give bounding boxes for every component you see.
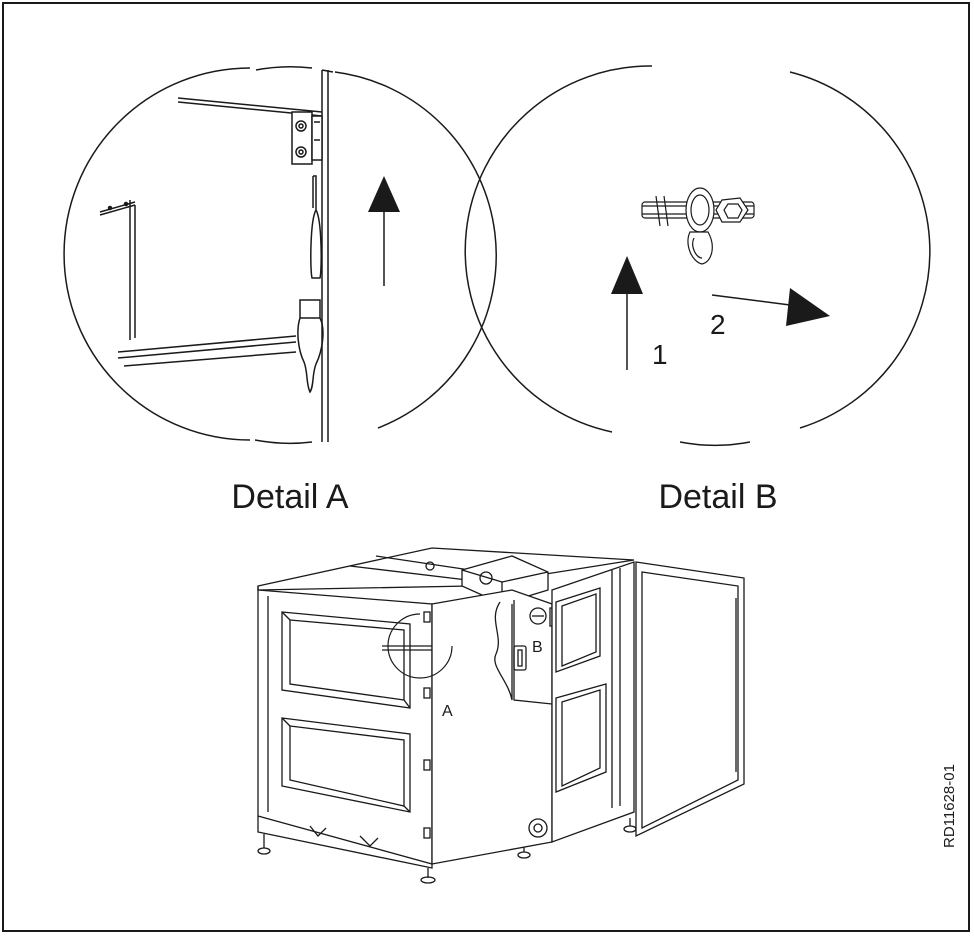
door-knob-bottom xyxy=(528,818,548,838)
callout-b: B xyxy=(532,639,543,656)
detail-b-arrow-1-head xyxy=(611,256,643,294)
detail-a-inner-panel xyxy=(99,201,136,213)
detail-a-circle-top-arc xyxy=(255,66,313,71)
detail-a-circle-right-arc xyxy=(334,71,497,429)
locking-bolt xyxy=(641,187,755,265)
detail-a-circle-bottom-arc xyxy=(254,439,313,445)
detail-b-arrow-2-head xyxy=(786,288,830,326)
detail-a-view xyxy=(63,66,497,445)
door-latch xyxy=(297,299,324,394)
detail-a-lift-arrow-head xyxy=(368,176,400,212)
detail-a-rail xyxy=(117,335,297,353)
drawing-id: RD11628-01 xyxy=(941,764,958,848)
hinge-screw-bottom xyxy=(295,146,307,158)
detail-b-circle-bottom-arc xyxy=(679,441,751,447)
detail-b-circle-left-arc xyxy=(464,65,653,433)
open-door-left xyxy=(431,589,553,865)
detail-b-step-1-label: 1 xyxy=(652,339,668,370)
door-handle xyxy=(513,645,527,671)
detail-b-circle-right-arc xyxy=(789,71,931,429)
unit-front-face xyxy=(257,589,433,865)
unit-right-body xyxy=(551,561,635,843)
detail-b-step-2-label: 2 xyxy=(710,309,726,340)
detail-a-circle-left-arc xyxy=(63,67,251,441)
open-door-right xyxy=(635,561,745,838)
detail-a-top-panel xyxy=(177,97,323,113)
door-pin xyxy=(310,175,322,279)
detail-a-indicator xyxy=(387,613,453,679)
detail-b-arrow-2-shaft xyxy=(711,294,791,306)
hinge-screw-top xyxy=(295,120,307,132)
detail-b-title: Detail B xyxy=(658,478,777,516)
detail-b-view xyxy=(464,65,931,447)
main-unit-view xyxy=(257,547,745,884)
detail-a-title: Detail A xyxy=(231,478,348,516)
top-box xyxy=(461,555,549,605)
callout-a: A xyxy=(442,703,453,720)
